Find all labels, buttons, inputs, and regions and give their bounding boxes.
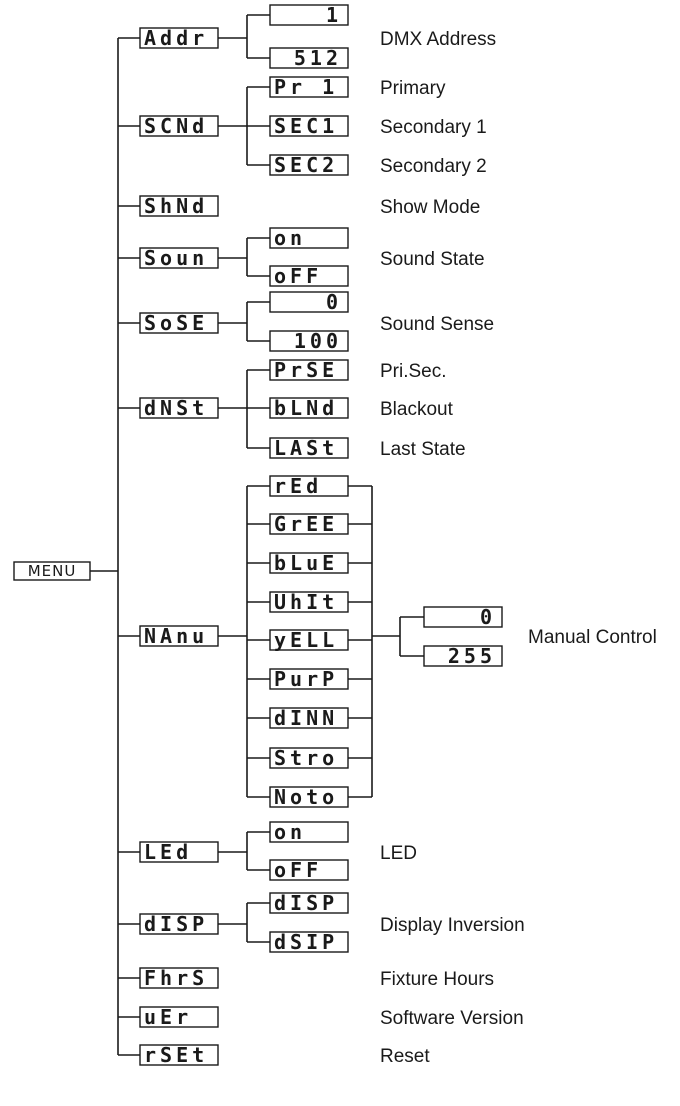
sub-8-1-text: dSIP (274, 930, 338, 954)
menu-item-5-text: dNSt (144, 396, 208, 420)
menu-item-4: SoSE (139, 311, 219, 335)
menu-item-11-text: rSEt (144, 1043, 208, 1067)
menu-item-6: NAnu (139, 624, 219, 648)
sub-1-2: SEC2 (269, 153, 349, 177)
sub-5-0-text: PrSE (274, 358, 338, 382)
desc-5-0: Pri.Sec. (380, 361, 447, 382)
menu-item-0-text: Addr (144, 26, 208, 50)
menu-item-9-text: FhrS (144, 966, 208, 990)
menu-item-7-text: LEd (144, 840, 192, 864)
sub-4-1: 100 (269, 329, 349, 353)
menu-item-7: LEd (139, 840, 219, 864)
sub-4-1-text: 100 (294, 329, 342, 353)
sub-1-1: SEC1 (269, 114, 349, 138)
sub-6-0: rEd (269, 474, 349, 498)
sub-8-0: dISP (269, 891, 349, 915)
menu-item-2: ShNd (139, 194, 219, 218)
sub-4-0: 0 (269, 290, 349, 314)
menu-item-1-text: SCNd (144, 114, 208, 138)
sub-5-1-text: bLNd (274, 396, 338, 420)
sub-5-2-text: LASt (274, 436, 338, 460)
desc-1-0: Primary (380, 78, 446, 99)
sub-6-6-text: dINN (274, 706, 338, 730)
desc-group-7: LED (380, 843, 417, 864)
sub-3-1-text: oFF (274, 264, 322, 288)
sub-4-0-text: 0 (326, 290, 342, 314)
sub-1-0: Pr 1 (269, 75, 349, 99)
sub-6-3-text: UhIt (274, 590, 338, 614)
sub-6-2: bLuE (269, 551, 349, 575)
desc-2: Show Mode (380, 197, 480, 218)
sub-6-8-text: Noto (274, 785, 338, 809)
sub-1-0-text: Pr 1 (274, 75, 338, 99)
sub-6-4-text: yELL (274, 628, 338, 652)
desc-5-2: Last State (380, 439, 466, 460)
manual-value-0-text: 0 (480, 605, 496, 629)
manual-value-1: 255 (423, 644, 503, 668)
menu-item-11: rSEt (139, 1043, 219, 1067)
menu-item-3-text: Soun (144, 246, 208, 270)
sub-6-6: dINN (269, 706, 349, 730)
sub-6-8: Noto (269, 785, 349, 809)
menu-item-10-text: uEr (144, 1005, 192, 1029)
sub-5-1: bLNd (269, 396, 349, 420)
sub-7-0-text: on (274, 820, 306, 844)
desc-group-4: Sound Sense (380, 314, 494, 335)
sub-6-0-text: rEd (274, 474, 322, 498)
sub-5-0: PrSE (269, 358, 349, 382)
sub-6-5-text: PurP (274, 667, 338, 691)
desc-11: Reset (380, 1046, 430, 1067)
desc-1-1: Secondary 1 (380, 117, 487, 138)
menu-item-2-text: ShNd (144, 194, 208, 218)
menu-item-3: Soun (139, 246, 219, 270)
menu-root: MENU (13, 561, 91, 581)
desc-5-1: Blackout (380, 399, 454, 420)
desc-10: Software Version (380, 1008, 524, 1029)
sub-5-2: LASt (269, 436, 349, 460)
menu-item-10: uEr (139, 1005, 219, 1029)
sub-6-5: PurP (269, 667, 349, 691)
desc-group-0: DMX Address (380, 29, 496, 50)
menu-item-1: SCNd (139, 114, 219, 138)
sub-6-1: GrEE (269, 512, 349, 536)
menu-item-9: FhrS (139, 966, 219, 990)
desc-1-2: Secondary 2 (380, 156, 487, 177)
desc-group-8: Display Inversion (380, 915, 525, 936)
desc-group-3: Sound State (380, 249, 485, 270)
manual-value-1-text: 255 (448, 644, 496, 668)
desc-group-6: Manual Control (528, 627, 657, 648)
manual-value-0: 0 (423, 605, 503, 629)
menu-item-5: dNSt (139, 396, 219, 420)
sub-8-1: dSIP (269, 930, 349, 954)
menu-item-8: dISP (139, 912, 219, 936)
sub-0-0-text: 1 (326, 3, 342, 27)
sub-1-1-text: SEC1 (274, 114, 338, 138)
sub-0-1: 512 (269, 46, 349, 70)
menu-item-0: Addr (139, 26, 219, 50)
sub-7-0: on (269, 820, 349, 844)
sub-7-1-text: oFF (274, 858, 322, 882)
sub-6-7: Stro (269, 746, 349, 770)
menu-item-8-text: dISP (144, 912, 208, 936)
sub-3-0: on (269, 226, 349, 250)
desc-9: Fixture Hours (380, 969, 494, 990)
sub-6-1-text: GrEE (274, 512, 338, 536)
sub-7-1: oFF (269, 858, 349, 882)
sub-6-2-text: bLuE (274, 551, 338, 575)
sub-0-0: 1 (269, 3, 349, 27)
sub-1-2-text: SEC2 (274, 153, 338, 177)
sub-0-1-text: 512 (294, 46, 342, 70)
sub-6-4: yELL (269, 628, 349, 652)
sub-8-0-text: dISP (274, 891, 338, 915)
menu-item-6-text: NAnu (144, 624, 208, 648)
sub-6-3: UhIt (269, 590, 349, 614)
sub-6-7-text: Stro (274, 746, 338, 770)
sub-3-0-text: on (274, 226, 306, 250)
menu-item-4-text: SoSE (144, 311, 208, 335)
sub-3-1: oFF (269, 264, 349, 288)
menu-root-label: MENU (28, 562, 77, 580)
